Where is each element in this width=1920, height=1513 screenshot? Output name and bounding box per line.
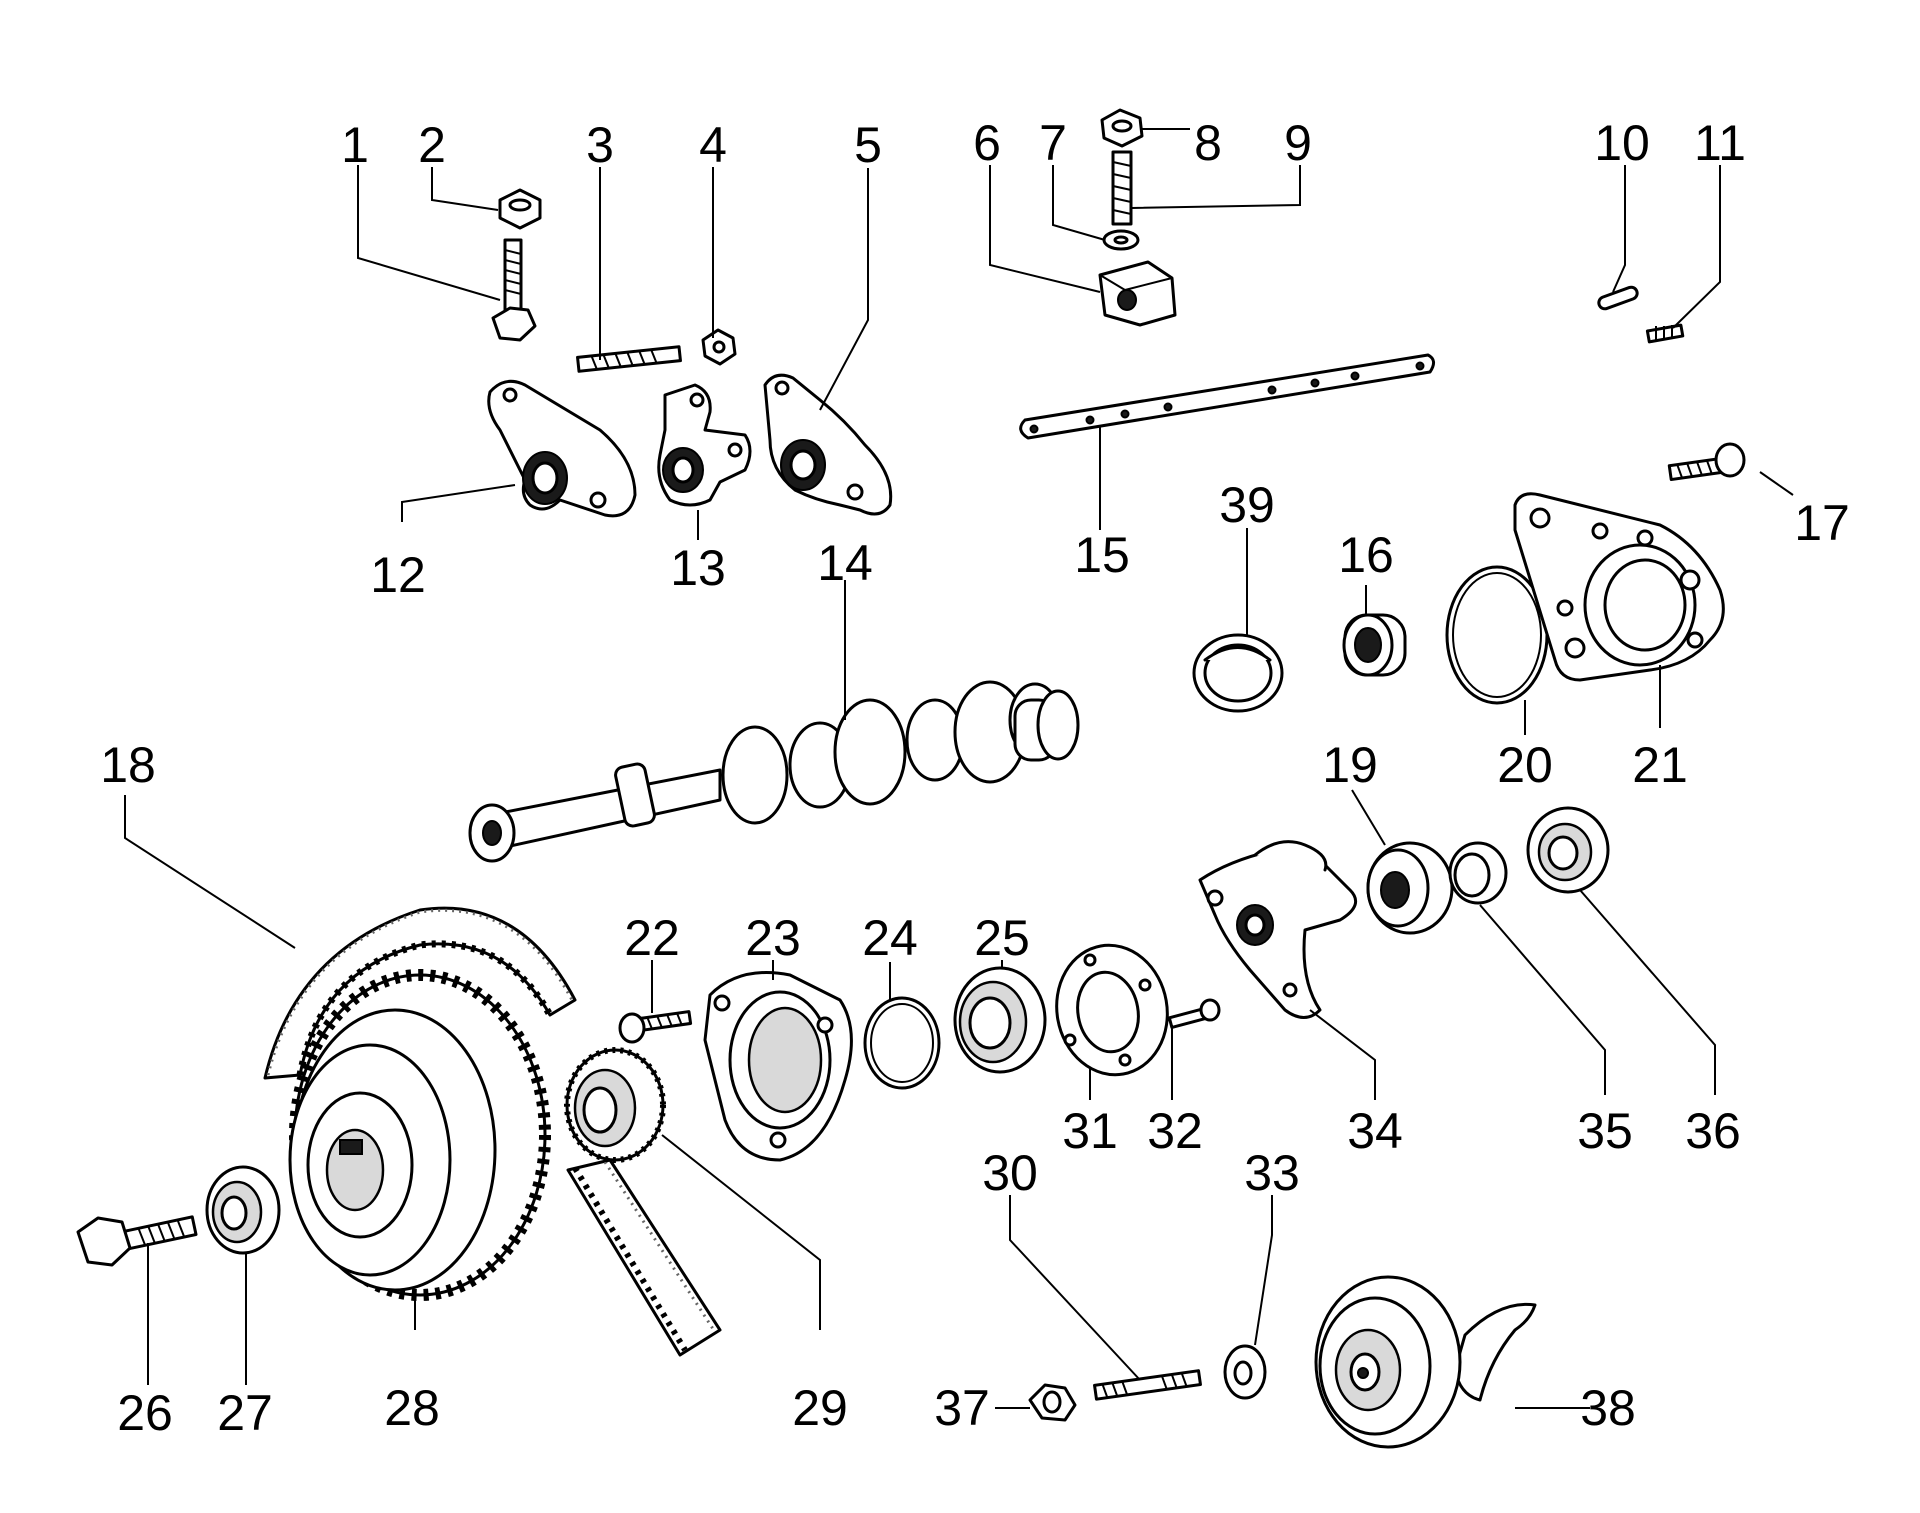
part-washer-7: [1102, 229, 1140, 251]
part-nut-37: [1028, 1383, 1077, 1422]
callout-3: 3: [586, 117, 614, 173]
part-timing-belt-18: [263, 906, 577, 1080]
callout-36: 36: [1685, 1103, 1741, 1159]
part-bushing-16: [1342, 613, 1407, 677]
part-washer-33: [1223, 1344, 1267, 1400]
callout-16: 16: [1338, 527, 1394, 583]
callout-13: 13: [670, 540, 726, 596]
callout-labels: 1 2 3 4 5 6 7 8 9 10 11 12 13 14 15 16 1…: [100, 115, 1850, 1441]
part-screw-32: [1167, 998, 1221, 1029]
part-timing-belt-18-lower: [566, 1158, 722, 1357]
callout-34: 34: [1347, 1103, 1403, 1159]
part-seal-36: [1526, 806, 1610, 894]
part-rocker-arm-5: [763, 373, 893, 516]
callout-8: 8: [1194, 115, 1222, 171]
part-bracket-34: [1198, 840, 1358, 1019]
part-pin-11: [1645, 323, 1685, 344]
part-threaded-rod-3: [576, 345, 682, 373]
part-bushing-39: [1192, 633, 1284, 713]
callout-23: 23: [745, 910, 801, 966]
callout-12: 12: [370, 547, 426, 603]
callout-37: 37: [934, 1380, 990, 1436]
callout-39: 39: [1219, 477, 1275, 533]
part-nut-8: [1100, 108, 1144, 148]
callout-15: 15: [1074, 527, 1130, 583]
callout-10: 10: [1594, 115, 1650, 171]
callout-38: 38: [1580, 1380, 1636, 1436]
part-flange-23: [703, 971, 853, 1162]
part-cover-21: [1513, 492, 1725, 682]
part-bolt-26: [76, 1215, 198, 1267]
leader-lines: [124, 128, 1794, 1409]
callout-7: 7: [1039, 115, 1067, 171]
callout-4: 4: [699, 117, 727, 173]
callout-27: 27: [217, 1385, 273, 1441]
part-oring-24: [863, 996, 941, 1090]
part-camshaft-14: [468, 680, 1080, 863]
callout-9: 9: [1284, 115, 1312, 171]
callout-28: 28: [384, 1380, 440, 1436]
callout-35: 35: [1577, 1103, 1633, 1159]
callout-5: 5: [854, 117, 882, 173]
callout-33: 33: [1244, 1145, 1300, 1201]
part-stud-9: [1111, 150, 1133, 226]
callout-14: 14: [817, 535, 873, 591]
callout-31: 31: [1062, 1103, 1118, 1159]
part-bushing-19: [1366, 841, 1454, 935]
part-pin-10: [1597, 285, 1639, 311]
callout-22: 22: [624, 910, 680, 966]
part-plate-31: [1055, 943, 1169, 1077]
part-bearing-25: [953, 966, 1047, 1074]
callout-6: 6: [973, 115, 1001, 171]
callout-29: 29: [792, 1380, 848, 1436]
part-nut-4: [701, 328, 737, 366]
callout-32: 32: [1147, 1103, 1203, 1159]
part-rocker-support-13: [657, 383, 752, 507]
part-pulley-28: [288, 969, 551, 1301]
callout-30: 30: [982, 1145, 1038, 1201]
callout-2: 2: [418, 117, 446, 173]
callout-26: 26: [117, 1385, 173, 1441]
callout-24: 24: [862, 910, 918, 966]
callout-1: 1: [341, 117, 369, 173]
callout-18: 18: [100, 737, 156, 793]
part-seal-29: [564, 1047, 666, 1163]
part-stud-30: [1093, 1369, 1202, 1401]
callout-20: 20: [1497, 737, 1553, 793]
callout-17: 17: [1794, 495, 1850, 551]
part-block-6: [1098, 260, 1177, 327]
part-shaft-15: [1019, 353, 1435, 440]
part-tensioner-38: [1314, 1275, 1537, 1449]
callout-11: 11: [1694, 115, 1746, 171]
callout-21: 21: [1632, 737, 1688, 793]
part-washer-27: [205, 1165, 281, 1255]
callout-25: 25: [974, 910, 1030, 966]
part-ring-35: [1448, 841, 1508, 905]
part-rocker-arm-12: [487, 379, 637, 518]
part-nut-2: [498, 188, 542, 230]
part-screw-22: [618, 1010, 693, 1044]
callout-19: 19: [1322, 737, 1378, 793]
part-bolt-17: [1667, 442, 1746, 482]
part-bolt-1: [491, 238, 537, 342]
